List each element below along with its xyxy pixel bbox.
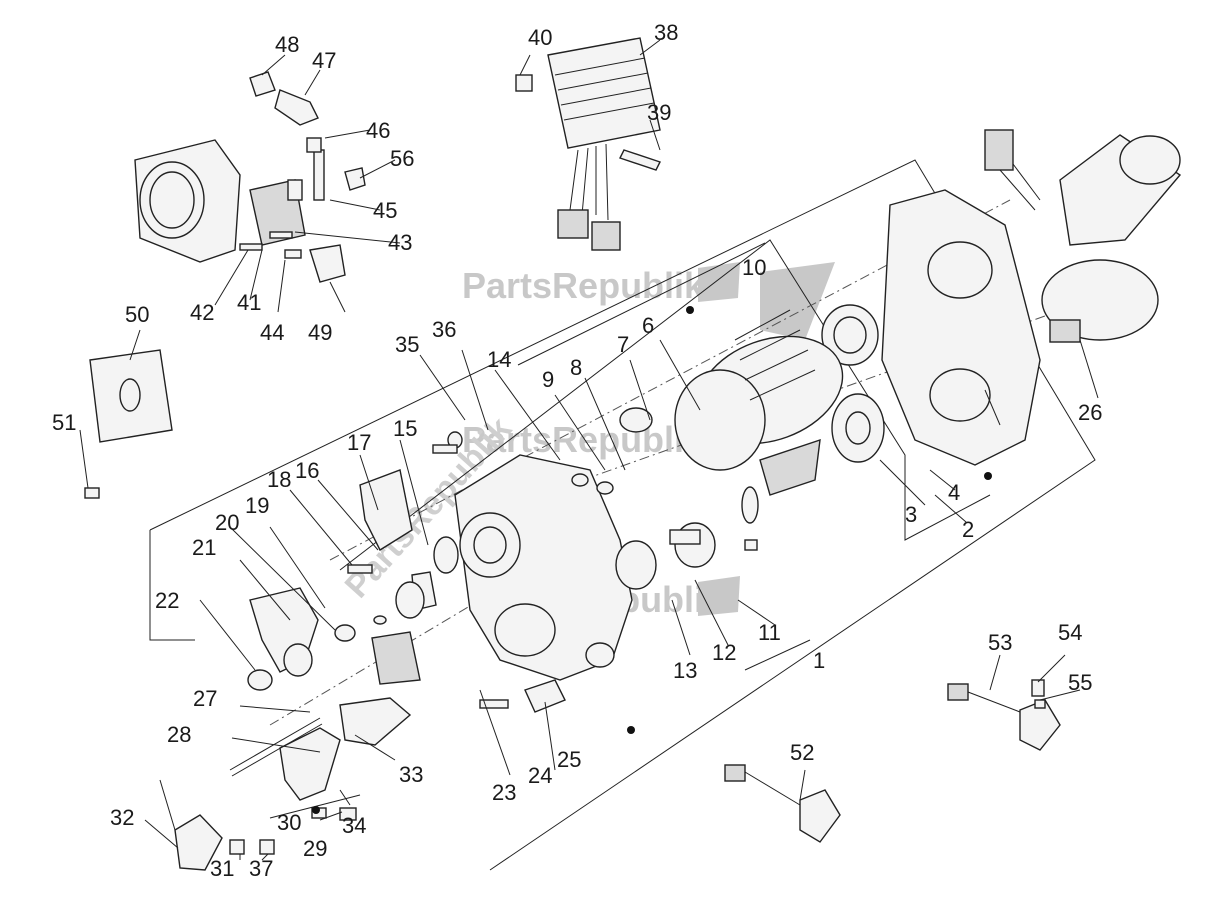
crankcase [411,407,657,681]
callout-label: 6 [642,313,654,338]
callout-label: 34 [342,813,366,838]
throttle-body [134,71,366,283]
callout-label: 13 [673,658,697,683]
callout-label: 11 [758,620,781,645]
callout-label: 45 [373,198,397,223]
callout-label: 24 [528,763,552,788]
callout-label: 20 [215,510,239,535]
callout-label: 32 [110,805,134,830]
callout-label: 55 [1068,670,1092,695]
callout-label: 43 [388,230,412,255]
callout-label: 26 [1078,400,1102,425]
callout-label: 31 [210,856,234,881]
selector-parts [84,349,566,871]
clutch-drum [669,309,844,568]
starter-motor [984,129,1182,343]
callout-label: 44 [260,320,284,345]
speed-sensors [724,679,1061,843]
callout-label: 23 [492,780,516,805]
callout-label: 3 [905,502,917,527]
watermark-text: PartsRepublik [462,265,705,306]
callout-label: 49 [308,320,332,345]
callout-labels: 1 2 3 4 6 7 8 9 10 11 12 13 14 15 16 17 … [52,20,1102,881]
callout-label: 1 [813,648,825,673]
callout-label: 9 [542,367,554,392]
callout-label: 29 [303,836,327,861]
callout-label: 7 [617,332,629,357]
callout-label: 37 [249,856,273,881]
callout-label: 46 [366,118,390,143]
callout-label: 8 [570,355,582,380]
callout-label: 50 [125,302,149,327]
callout-label: 52 [790,740,814,765]
callout-label: 39 [647,100,671,125]
callout-label: 19 [245,493,269,518]
voltage-regulator [515,37,661,251]
callout-label: 16 [295,458,319,483]
callout-label: 2 [962,517,974,542]
callout-label: 27 [193,686,217,711]
leader-lines [79,39,1099,861]
callout-label: 35 [395,332,419,357]
callout-label: 48 [275,32,299,57]
callout-label: 53 [988,630,1012,655]
callout-label: 54 [1058,620,1082,645]
callout-label: 18 [267,467,291,492]
callout-label: 36 [432,317,456,342]
callout-label: 17 [347,430,371,455]
callout-label: 42 [190,300,214,325]
callout-label: 22 [155,588,179,613]
callout-label: 12 [712,640,736,665]
callout-label: 4 [948,480,960,505]
callout-label: 30 [277,810,301,835]
callout-label: 10 [742,255,766,280]
callout-label: 47 [312,48,336,73]
callout-label: 15 [393,416,417,441]
callout-label: 21 [192,535,216,560]
callout-label: 25 [557,747,581,772]
assembly-markers [312,306,992,814]
callout-label: 28 [167,722,191,747]
callout-label: 38 [654,20,678,45]
callout-label: 41 [237,290,261,315]
callout-label: 14 [487,347,511,372]
callout-label: 40 [528,25,552,50]
gearbox-cover [821,189,1041,466]
callout-label: 56 [390,146,414,171]
callout-label: 33 [399,762,423,787]
callout-label: 51 [52,410,76,435]
